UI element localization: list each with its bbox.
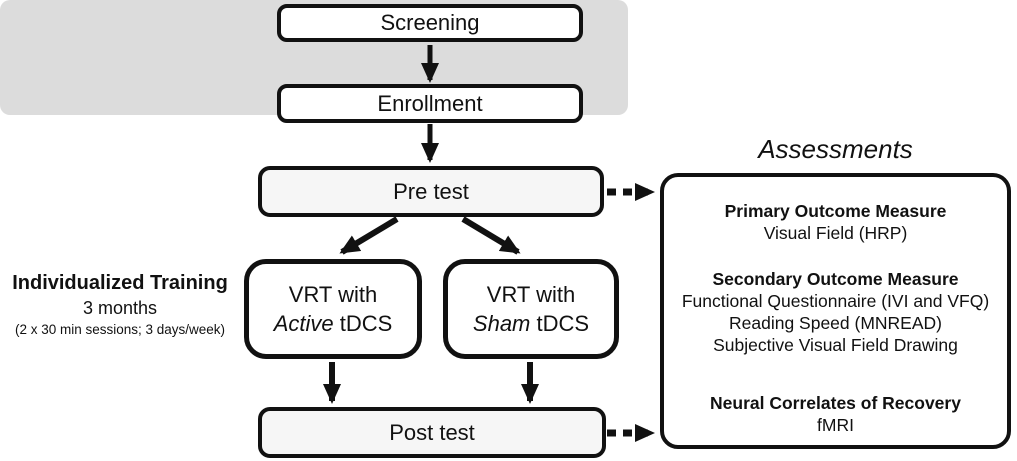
training-note-detail: (2 x 30 min sessions; 3 days/week): [14, 321, 226, 337]
assessment-section-neural: Neural Correlates of Recovery fMRI: [710, 392, 961, 436]
node-pretest: Pre test: [258, 166, 604, 217]
assessments-panel: Primary Outcome Measure Visual Field (HR…: [660, 173, 1011, 449]
vrt-sham-line2: Sham tDCS: [473, 309, 589, 338]
arrow-pretest-to-vrt-active: [339, 216, 399, 255]
assessments-title: Assessments: [758, 134, 913, 164]
node-posttest: Post test: [258, 407, 606, 458]
vrt-active-emphasis: Active: [273, 311, 334, 336]
node-vrt-sham-tdcs: VRT with Sham tDCS: [443, 259, 619, 359]
node-enrollment: Enrollment: [277, 84, 583, 123]
assessment-item: fMRI: [817, 414, 854, 435]
training-note: Individualized Training 3 months (2 x 30…: [0, 271, 240, 338]
node-enrollment-label: Enrollment: [377, 90, 483, 116]
assessment-section-primary: Primary Outcome Measure Visual Field (HR…: [725, 200, 947, 244]
training-note-title: Individualized Training: [12, 272, 228, 294]
vrt-active-line1: VRT with: [288, 281, 378, 307]
assessment-item: Reading Speed (MNREAD): [728, 312, 942, 333]
vrt-sham-line2-rest: tDCS: [530, 311, 590, 336]
assessment-item: Visual Field (HRP): [763, 222, 908, 243]
assessment-item: Functional Questionnaire (IVI and VFQ): [681, 290, 990, 311]
vrt-sham-emphasis: Sham: [472, 311, 531, 336]
assessment-heading: Primary Outcome Measure: [724, 200, 947, 221]
node-pretest-label: Pre test: [393, 178, 469, 204]
assessment-item: Subjective Visual Field Drawing: [713, 334, 958, 355]
node-posttest-label: Post test: [389, 419, 475, 445]
training-note-duration: 3 months: [82, 298, 158, 318]
assessment-section-secondary: Secondary Outcome Measure Functional Que…: [682, 268, 989, 356]
arrow-pretest-to-vrt-sham: [461, 216, 521, 255]
vrt-sham-line1: VRT with: [486, 281, 576, 307]
assessment-heading: Neural Correlates of Recovery: [710, 392, 961, 413]
assessment-heading: Secondary Outcome Measure: [712, 268, 959, 289]
node-screening-label: Screening: [380, 10, 480, 35]
vrt-active-line2-rest: tDCS: [333, 311, 393, 336]
node-vrt-active-tdcs: VRT with Active tDCS: [244, 259, 422, 359]
node-screening: Screening: [277, 4, 583, 42]
vrt-active-line2: Active tDCS: [274, 309, 393, 338]
